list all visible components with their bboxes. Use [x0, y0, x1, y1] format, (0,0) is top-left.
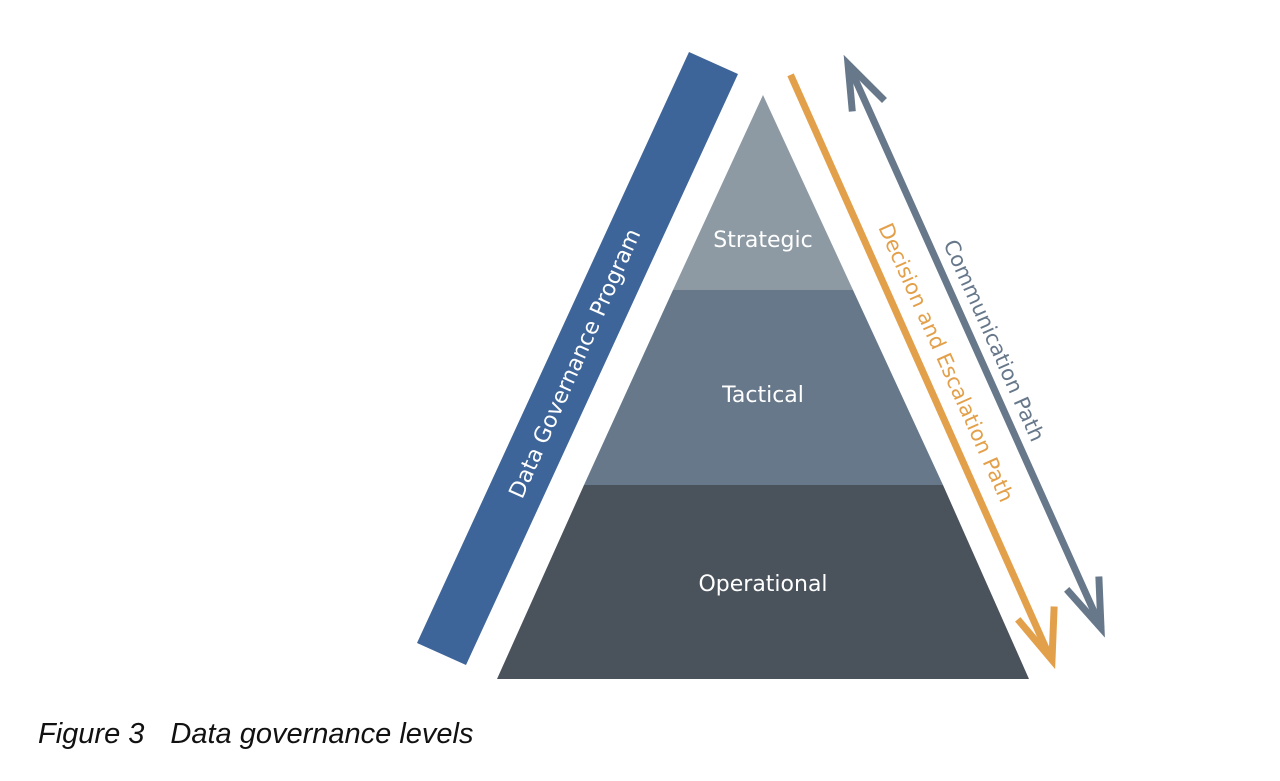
pyramid-tier-strategic — [673, 95, 853, 290]
tier-label-strategic: Strategic — [713, 228, 812, 253]
decision-path-line — [787, 73, 1054, 660]
figure-caption: Figure 3 Data governance levels — [38, 718, 473, 751]
communication-path-line — [846, 65, 1105, 630]
program-band-bar — [417, 52, 738, 665]
communication-path-arrowhead-down-icon — [1064, 576, 1105, 638]
pyramid-tier-tactical — [584, 290, 943, 485]
tier-label-operational: Operational — [698, 572, 827, 597]
figure-number: Figure 3 — [38, 718, 145, 750]
communication-path-label: Communication Path — [939, 236, 1050, 445]
pyramid: Strategic Tactical Operational — [497, 95, 1029, 679]
communication-path-arrowhead-up-icon — [843, 54, 887, 112]
tier-label-tactical: Tactical — [721, 383, 804, 408]
figure-title: Data governance levels — [170, 718, 474, 750]
pyramid-tier-operational — [497, 485, 1029, 679]
decision-path-arrowhead-icon — [1015, 606, 1058, 670]
